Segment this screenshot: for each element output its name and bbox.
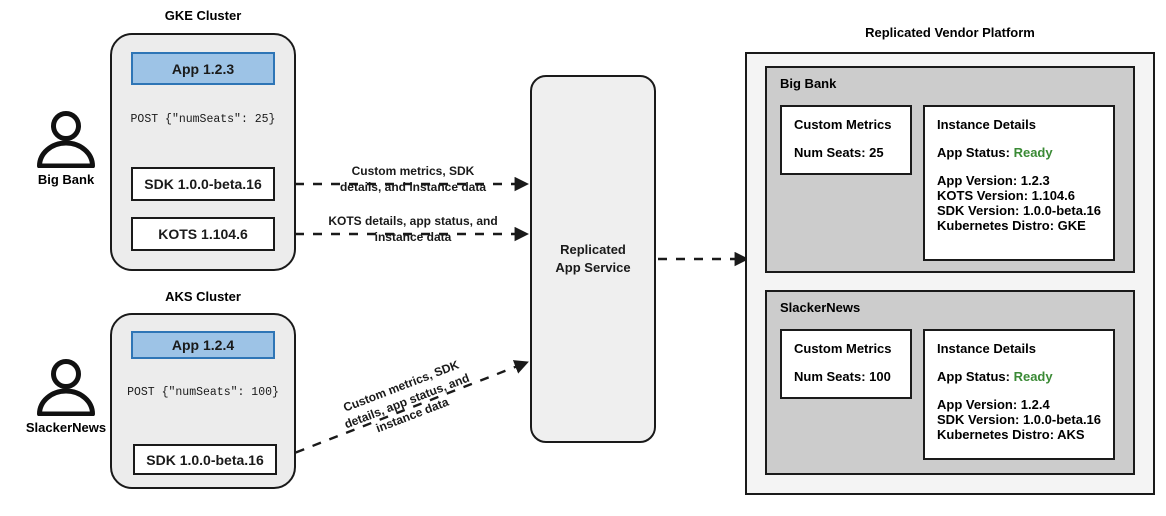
app-status-row: App Status: Ready — [937, 369, 1101, 384]
replicated-app-service-box[interactable]: Replicated App Service — [530, 75, 656, 443]
actor-slackernews-label: SlackerNews — [25, 420, 107, 435]
custom-metrics-card-big-bank: Custom Metrics Num Seats: 25 — [780, 105, 912, 175]
gke-kots-box[interactable]: KOTS 1.104.6 — [131, 217, 275, 251]
status-badge: Ready — [1013, 145, 1053, 160]
service-line-1: Replicated — [560, 242, 626, 258]
detail-line-k8s-distro: Kubernetes Distro: AKS — [937, 427, 1085, 442]
detail-line-app-version: App Version: 1.2.3 — [937, 173, 1050, 188]
aks-sdk-box[interactable]: SDK 1.0.0-beta.16 — [133, 444, 277, 475]
actor-big-bank-label: Big Bank — [37, 172, 95, 187]
tenant-title-big-bank: Big Bank — [780, 76, 837, 91]
detail-line-sdk-version: SDK Version: 1.0.0-beta.16 — [937, 412, 1102, 427]
status-badge: Ready — [1013, 369, 1053, 384]
instance-details-title: Instance Details — [937, 341, 1036, 356]
edge-label-aks-sdk-to-service: Custom metrics, SDK details, app status,… — [341, 357, 472, 436]
gke-app-box[interactable]: App 1.2.3 — [131, 52, 275, 85]
actor-slackernews — [30, 358, 102, 417]
detail-line-app-version: App Version: 1.2.4 — [937, 397, 1050, 412]
app-status-label: App Status: — [937, 145, 1010, 160]
custom-metrics-card-slackernews: Custom Metrics Num Seats: 100 — [780, 329, 912, 399]
actor-big-bank — [30, 110, 102, 169]
gke-sdk-box[interactable]: SDK 1.0.0-beta.16 — [131, 167, 275, 201]
detail-line-sdk-version: SDK Version: 1.0.0-beta.16 — [937, 203, 1102, 218]
app-status-row: App Status: Ready — [937, 145, 1101, 160]
custom-metrics-title: Custom Metrics — [794, 117, 892, 132]
person-icon — [37, 359, 95, 417]
aks-cluster-title: AKS Cluster — [165, 289, 241, 304]
instance-details-title: Instance Details — [937, 117, 1036, 132]
aks-app-box[interactable]: App 1.2.4 — [131, 331, 275, 359]
service-line-2: App Service — [555, 260, 631, 275]
person-icon — [37, 111, 95, 169]
edge-label-kots-to-service: KOTS details, app status, and instance d… — [328, 214, 498, 244]
custom-metrics-title: Custom Metrics — [794, 341, 892, 356]
gke-post-label: POST {"numSeats": 25} — [130, 113, 276, 126]
custom-metrics-line: Num Seats: 25 — [794, 145, 884, 160]
gke-cluster-title: GKE Cluster — [164, 8, 242, 23]
aks-post-label: POST {"numSeats": 100} — [127, 386, 279, 399]
tenant-title-slackernews: SlackerNews — [780, 300, 861, 315]
detail-line-kots-version: KOTS Version: 1.104.6 — [937, 188, 1076, 203]
detail-line-k8s-distro: Kubernetes Distro: GKE — [937, 218, 1086, 233]
edge-label-sdk-to-service: Custom metrics, SDK details, and instanc… — [339, 164, 487, 194]
instance-details-card-slackernews: Instance Details App Status: Ready App V… — [923, 329, 1115, 460]
replicated-app-service-label: Replicated App Service — [555, 241, 630, 276]
custom-metrics-line: Num Seats: 100 — [794, 369, 891, 384]
platform-title: Replicated Vendor Platform — [865, 25, 1035, 40]
instance-details-card-big-bank: Instance Details App Status: Ready App V… — [923, 105, 1115, 261]
app-status-label: App Status: — [937, 369, 1010, 384]
